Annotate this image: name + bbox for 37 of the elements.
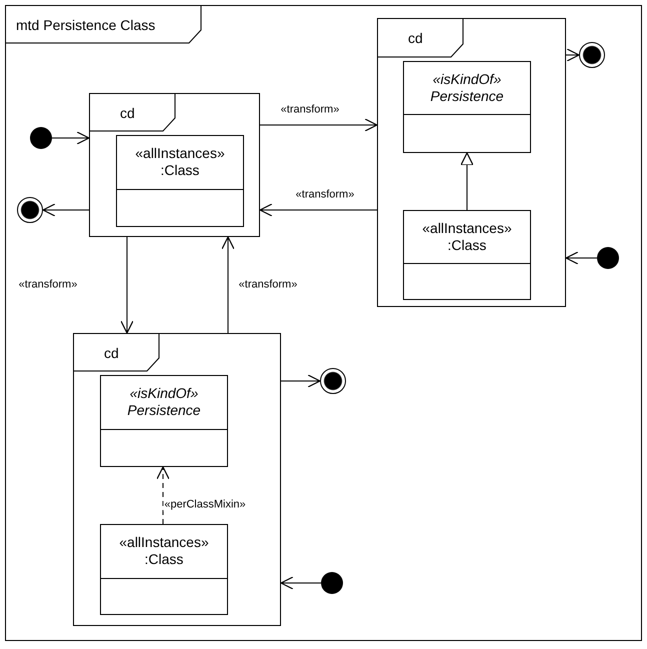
class-name: «isKindOf» Persistence	[430, 70, 504, 105]
class-box	[403, 210, 531, 300]
arrow	[52, 131, 90, 145]
frame-label: mtd Persistence Class	[16, 16, 156, 32]
edge-label: «perClassMixin»	[163, 498, 247, 512]
class-name: «isKindOf» Persistence	[127, 385, 201, 420]
arrow	[120, 236, 134, 334]
frame-label: cd	[104, 344, 119, 360]
class-box	[100, 524, 228, 615]
class-box	[100, 375, 228, 467]
arrow	[280, 576, 322, 590]
class-box	[116, 135, 244, 227]
arrow	[42, 203, 90, 217]
frame-label: cd	[120, 104, 135, 120]
generalization-arrow	[460, 152, 474, 210]
class-name: «allInstances» :Class	[422, 220, 512, 254]
arrow	[260, 118, 378, 132]
class-box	[403, 61, 531, 153]
initial-state	[597, 247, 619, 269]
final-state	[320, 368, 346, 394]
initial-state	[30, 127, 52, 149]
final-state	[579, 42, 605, 68]
class-name: «allInstances» :Class	[135, 145, 225, 180]
arrow	[259, 203, 378, 217]
initial-state	[321, 572, 343, 594]
diagram-frame	[5, 5, 642, 641]
class-name: «allInstances» :Class	[119, 534, 209, 568]
arrow	[565, 251, 598, 265]
arrow	[566, 48, 580, 62]
frame-label: cd	[408, 30, 423, 46]
arrow	[280, 374, 321, 388]
frame	[89, 93, 260, 237]
arrow	[156, 466, 170, 524]
frame	[73, 333, 281, 626]
frame	[377, 18, 566, 307]
arrow	[221, 236, 235, 334]
final-state	[17, 197, 43, 223]
